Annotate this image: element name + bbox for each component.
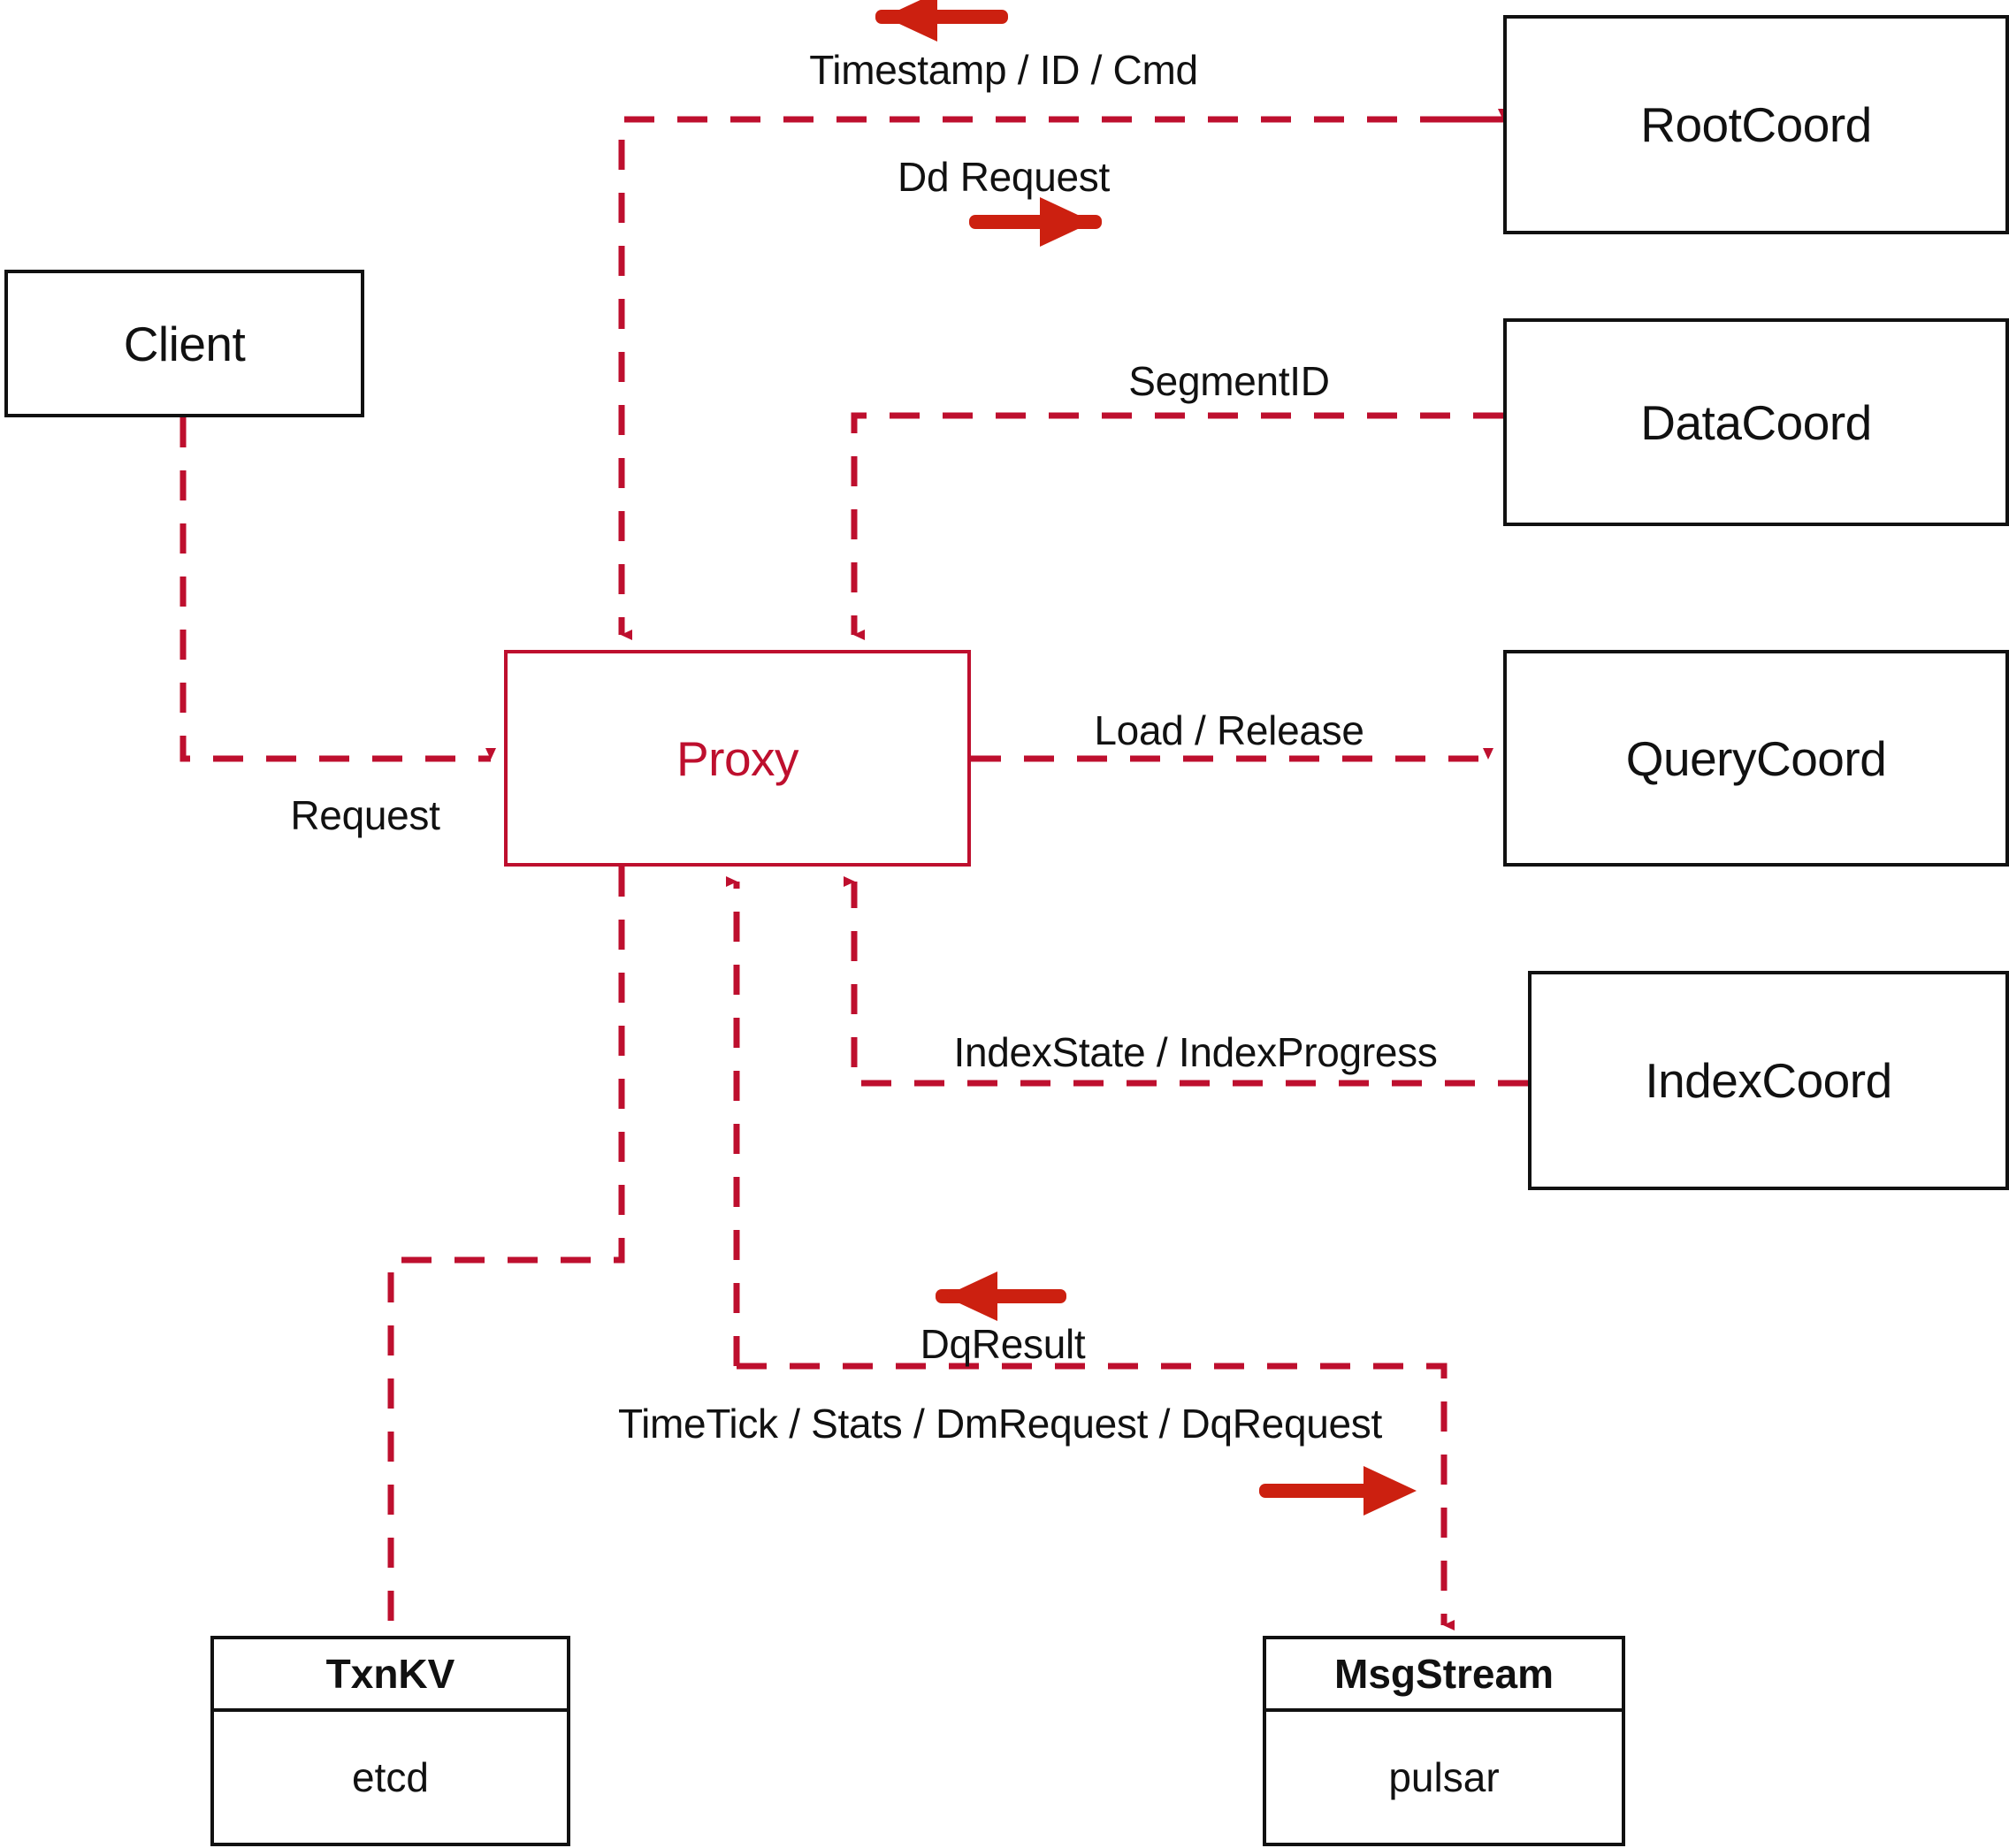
edge-client-to-proxy <box>180 417 496 762</box>
direction-arrow-dqresult-icon <box>936 1271 1066 1321</box>
node-rootcoord-label: RootCoord <box>1640 97 1872 152</box>
node-querycoord-label: QueryCoord <box>1625 730 1887 786</box>
node-msgstream-impl: pulsar <box>1388 1754 1500 1800</box>
node-msgstream[interactable]: MsgStream pulsar <box>1263 1636 1625 1846</box>
node-txnkv-body: etcd <box>214 1712 567 1843</box>
node-txnkv-impl: etcd <box>352 1754 429 1800</box>
edge-label-msgstream-topics: TimeTick / Stats / DmRequest / DqRequest <box>618 1401 1382 1447</box>
node-datacoord[interactable]: DataCoord <box>1503 318 2009 526</box>
direction-arrow-msgstream-icon <box>1259 1466 1417 1516</box>
direction-arrow-group <box>875 0 1417 1516</box>
node-msgstream-body: pulsar <box>1266 1712 1622 1843</box>
edge-proxy-to-msgstream <box>737 1363 1455 1630</box>
node-txnkv[interactable]: TxnKV etcd <box>210 1636 570 1846</box>
node-datacoord-label: DataCoord <box>1640 394 1872 450</box>
node-msgstream-title: MsgStream <box>1334 1651 1554 1697</box>
edge-rootcoord-to-proxy <box>618 116 1503 640</box>
edge-datacoord-to-proxy <box>851 412 1503 640</box>
node-txnkv-header: TxnKV <box>214 1639 567 1712</box>
node-indexcoord-label: IndexCoord <box>1645 1053 1892 1108</box>
edge-label-load-release: Load / Release <box>1094 707 1364 753</box>
node-txnkv-title: TxnKV <box>325 1651 455 1697</box>
direction-arrow-ddrequest-icon <box>969 197 1102 247</box>
node-client-label: Client <box>123 316 246 371</box>
edge-label-dq-result: DqResult <box>920 1321 1086 1367</box>
edge-proxy-to-txnkv <box>387 867 625 1636</box>
node-client[interactable]: Client <box>4 270 364 417</box>
node-rootcoord[interactable]: RootCoord <box>1503 15 2009 234</box>
edge-label-segment-id: SegmentID <box>1128 358 1330 404</box>
direction-arrow-timestamp-icon <box>875 0 1008 42</box>
node-indexcoord[interactable]: IndexCoord <box>1528 971 2009 1190</box>
node-msgstream-header: MsgStream <box>1266 1639 1622 1712</box>
edge-indexcoord-to-proxy <box>844 876 1528 1087</box>
edge-label-timestamp-id-cmd: Timestamp / ID / Cmd <box>809 47 1198 93</box>
edge-label-index-state-progress: IndexState / IndexProgress <box>953 1029 1438 1075</box>
node-proxy[interactable]: Proxy <box>504 650 971 867</box>
edge-label-request: Request <box>290 792 440 838</box>
edge-label-dd-request: Dd Request <box>898 154 1110 200</box>
node-proxy-label: Proxy <box>676 730 799 786</box>
node-querycoord[interactable]: QueryCoord <box>1503 650 2009 867</box>
